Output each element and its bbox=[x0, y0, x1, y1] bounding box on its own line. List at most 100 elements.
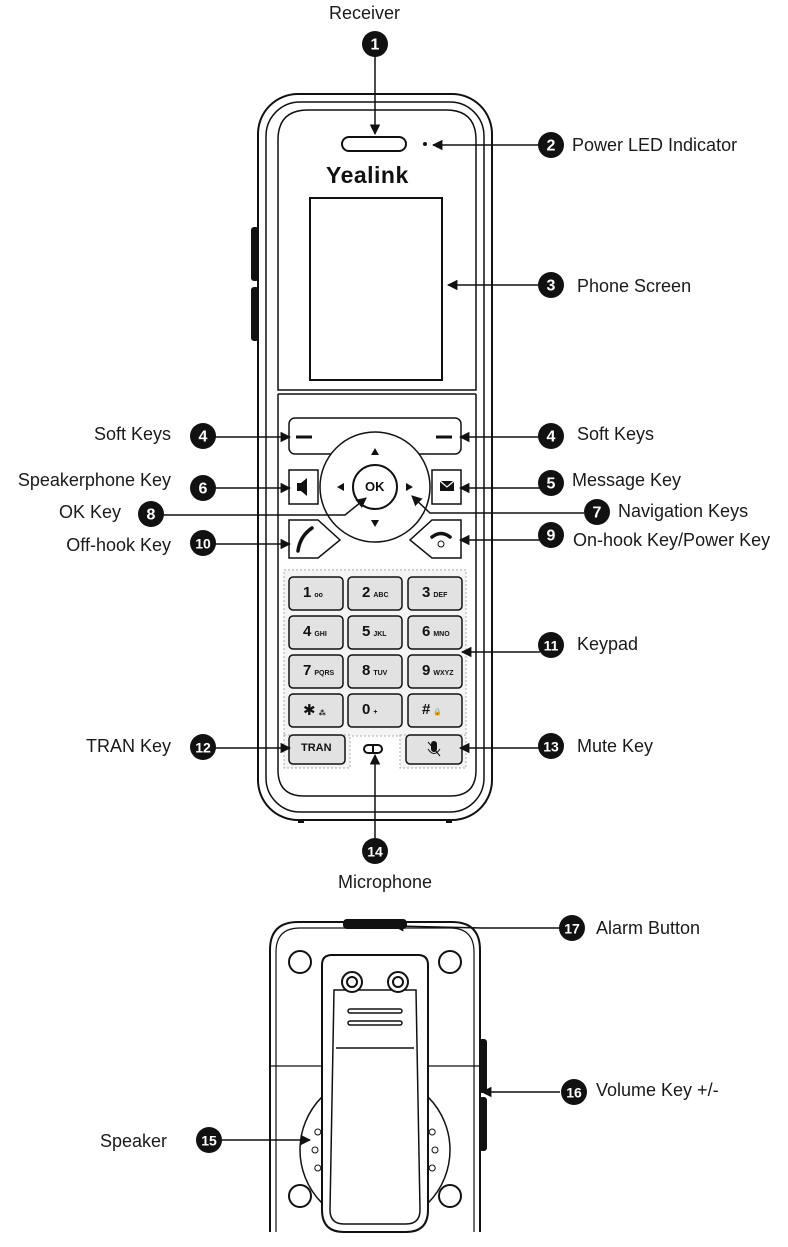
speaker-icon bbox=[297, 478, 307, 496]
keypad-key-main: 1 bbox=[303, 584, 312, 601]
svg-text:14: 14 bbox=[367, 844, 383, 860]
label-speaker: Speaker bbox=[99, 1131, 167, 1151]
microphone-icon bbox=[363, 744, 383, 754]
label-off-hook-key: Off-hook Key bbox=[66, 535, 171, 555]
svg-text:10: 10 bbox=[195, 536, 211, 552]
label-mute-key: Mute Key bbox=[577, 736, 654, 756]
on-hook-power-icon bbox=[430, 531, 452, 548]
keypad-key-sub: ABC bbox=[373, 592, 389, 599]
nav-right-icon bbox=[406, 483, 413, 491]
callout-badge-5: 5 bbox=[538, 470, 564, 496]
nav-left-icon bbox=[337, 483, 344, 491]
keypad bbox=[288, 576, 463, 728]
ok-key-label: OK bbox=[365, 479, 385, 494]
svg-text:4: 4 bbox=[199, 429, 208, 446]
keypad-key-main: ✱ bbox=[303, 702, 316, 719]
keypad-key-main: 5 bbox=[362, 623, 371, 640]
keypad-key-sub: TUV bbox=[373, 670, 388, 677]
keypad-key-sub: MNO bbox=[433, 631, 450, 638]
keypad-key-sub: WXYZ bbox=[433, 670, 454, 677]
keypad-key-sub: 🔒 bbox=[433, 709, 443, 716]
label-tran-key: TRAN Key bbox=[85, 736, 171, 756]
receiver-slot bbox=[341, 136, 407, 152]
keypad-key-6[interactable] bbox=[407, 615, 463, 650]
screw-top-right bbox=[438, 950, 462, 974]
svg-text:1: 1 bbox=[371, 37, 380, 54]
callout-badge-3: 3 bbox=[538, 272, 564, 298]
phone-screen bbox=[309, 197, 443, 381]
handset-back bbox=[269, 919, 487, 1232]
label-on-hook-key: On-hook Key/Power Key bbox=[573, 530, 771, 550]
volume-up-key[interactable] bbox=[479, 1039, 487, 1093]
label-ok-key: OK Key bbox=[58, 502, 121, 522]
svg-text:4: 4 bbox=[547, 429, 556, 446]
on-hook-key[interactable] bbox=[408, 519, 462, 559]
svg-text:8: 8 bbox=[147, 507, 156, 524]
keypad-key-sub: ⁂ bbox=[318, 710, 326, 717]
callout-badge-4: 4 bbox=[190, 423, 216, 449]
screen-bezel bbox=[277, 109, 477, 391]
alarm-button[interactable] bbox=[343, 919, 407, 929]
svg-text:3: 3 bbox=[547, 278, 556, 295]
label-keypad: Keypad bbox=[577, 634, 639, 654]
svg-text:6: 6 bbox=[199, 481, 208, 498]
belt-clip bbox=[321, 954, 429, 1233]
keypad-key-10[interactable] bbox=[288, 693, 344, 728]
callout-badge-12: 12 bbox=[190, 734, 216, 760]
label-speakerphone-key: Speakerphone Key bbox=[17, 470, 171, 490]
speaker-hole bbox=[311, 1146, 319, 1154]
keypad-key-sub: PQRS bbox=[314, 670, 335, 677]
nav-up-icon bbox=[371, 448, 379, 455]
label-power-led: Power LED Indicator bbox=[572, 135, 738, 155]
label-phone-screen: Phone Screen bbox=[577, 276, 692, 296]
keypad-key-main: 2 bbox=[362, 584, 371, 601]
speaker-hole bbox=[314, 1164, 322, 1172]
keypad-key-label: 0+ bbox=[362, 701, 377, 719]
label-soft-keys-right: Soft Keys bbox=[577, 424, 655, 444]
keypad-key-3[interactable] bbox=[407, 576, 463, 611]
label-message-key: Message Key bbox=[572, 470, 682, 490]
side-button-lower[interactable] bbox=[251, 287, 259, 341]
mute-icon bbox=[427, 741, 441, 757]
callout-badge-7: 7 bbox=[584, 499, 610, 525]
off-hook-key[interactable] bbox=[288, 519, 342, 559]
keypad-key-12[interactable] bbox=[407, 693, 463, 728]
speaker-holes bbox=[311, 1128, 439, 1172]
svg-text:13: 13 bbox=[543, 739, 559, 755]
label-alarm-button: Alarm Button bbox=[596, 918, 701, 938]
callout-badge-10: 10 bbox=[190, 530, 216, 556]
keypad-key-7[interactable] bbox=[288, 654, 344, 689]
keypad-key-5[interactable] bbox=[347, 615, 403, 650]
speaker-hole bbox=[428, 1128, 436, 1136]
keypad-key-4[interactable] bbox=[288, 615, 344, 650]
svg-text:5: 5 bbox=[547, 476, 556, 493]
keypad-key-1[interactable] bbox=[288, 576, 344, 611]
label-microphone: Microphone bbox=[338, 872, 433, 892]
off-hook-icon bbox=[296, 526, 314, 553]
keypad-key-2[interactable] bbox=[347, 576, 403, 611]
keypad-key-main: 4 bbox=[303, 623, 312, 640]
volume-down-key[interactable] bbox=[479, 1097, 487, 1151]
side-button-upper[interactable] bbox=[251, 227, 259, 281]
keypad-key-11[interactable] bbox=[347, 693, 403, 728]
speaker-hole bbox=[428, 1164, 436, 1172]
envelope-icon bbox=[439, 480, 455, 491]
svg-text:2: 2 bbox=[547, 138, 556, 155]
callout-badge-9: 9 bbox=[538, 522, 564, 548]
keypad-key-9[interactable] bbox=[407, 654, 463, 689]
label-soft-keys-left: Soft Keys bbox=[93, 424, 171, 444]
brand-logo: Yealink bbox=[326, 162, 409, 188]
keypad-key-8[interactable] bbox=[347, 654, 403, 689]
screw-top-left bbox=[288, 950, 312, 974]
keypad-key-sub: oo bbox=[314, 592, 323, 599]
svg-text:12: 12 bbox=[195, 740, 211, 756]
label-receiver: Receiver bbox=[329, 3, 401, 23]
svg-text:15: 15 bbox=[201, 1133, 217, 1149]
power-led bbox=[423, 142, 427, 146]
callout-badge-17: 17 bbox=[559, 915, 585, 941]
